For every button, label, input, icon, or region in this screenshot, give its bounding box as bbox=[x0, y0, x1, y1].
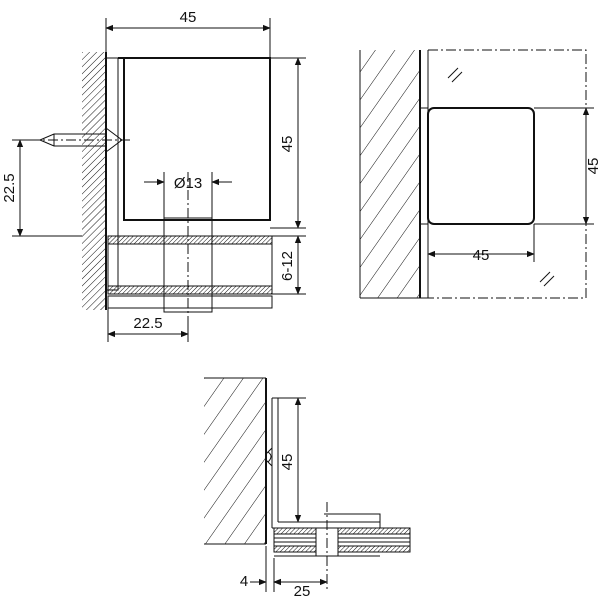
mounting-plate bbox=[271, 397, 279, 528]
clamp-front bbox=[427, 107, 535, 225]
clamp-body-outline bbox=[118, 57, 271, 221]
wall-screw bbox=[39, 127, 123, 153]
view-plan: 45 4 25 bbox=[204, 377, 411, 600]
dim-plan-gap: 4 bbox=[240, 573, 248, 590]
dim-glass-thickness: 6-12 bbox=[279, 251, 296, 281]
glass-outline bbox=[428, 49, 587, 299]
dim-front-width: 45 bbox=[473, 247, 490, 264]
view-front: 45 45 bbox=[359, 49, 600, 299]
dim-plan-height: 45 bbox=[279, 454, 296, 471]
wall-section bbox=[82, 52, 106, 310]
view-side: 45 45 6-12 22.5 Ø13 22.5 bbox=[1, 9, 306, 342]
clamp-body-outline bbox=[272, 513, 381, 529]
dim-side-offset: 22.5 bbox=[1, 173, 18, 202]
wall-section bbox=[360, 50, 420, 298]
wall-section bbox=[204, 378, 266, 544]
dim-plan-depth: 25 bbox=[294, 583, 311, 600]
glass-pane bbox=[107, 235, 273, 295]
dim-side-width: 45 bbox=[180, 9, 197, 26]
dim-side-height: 45 bbox=[279, 136, 296, 153]
dim-front-height: 45 bbox=[585, 158, 600, 175]
dim-side-bottom: 22.5 bbox=[133, 315, 162, 332]
dim-hole-diameter: Ø13 bbox=[174, 175, 202, 192]
